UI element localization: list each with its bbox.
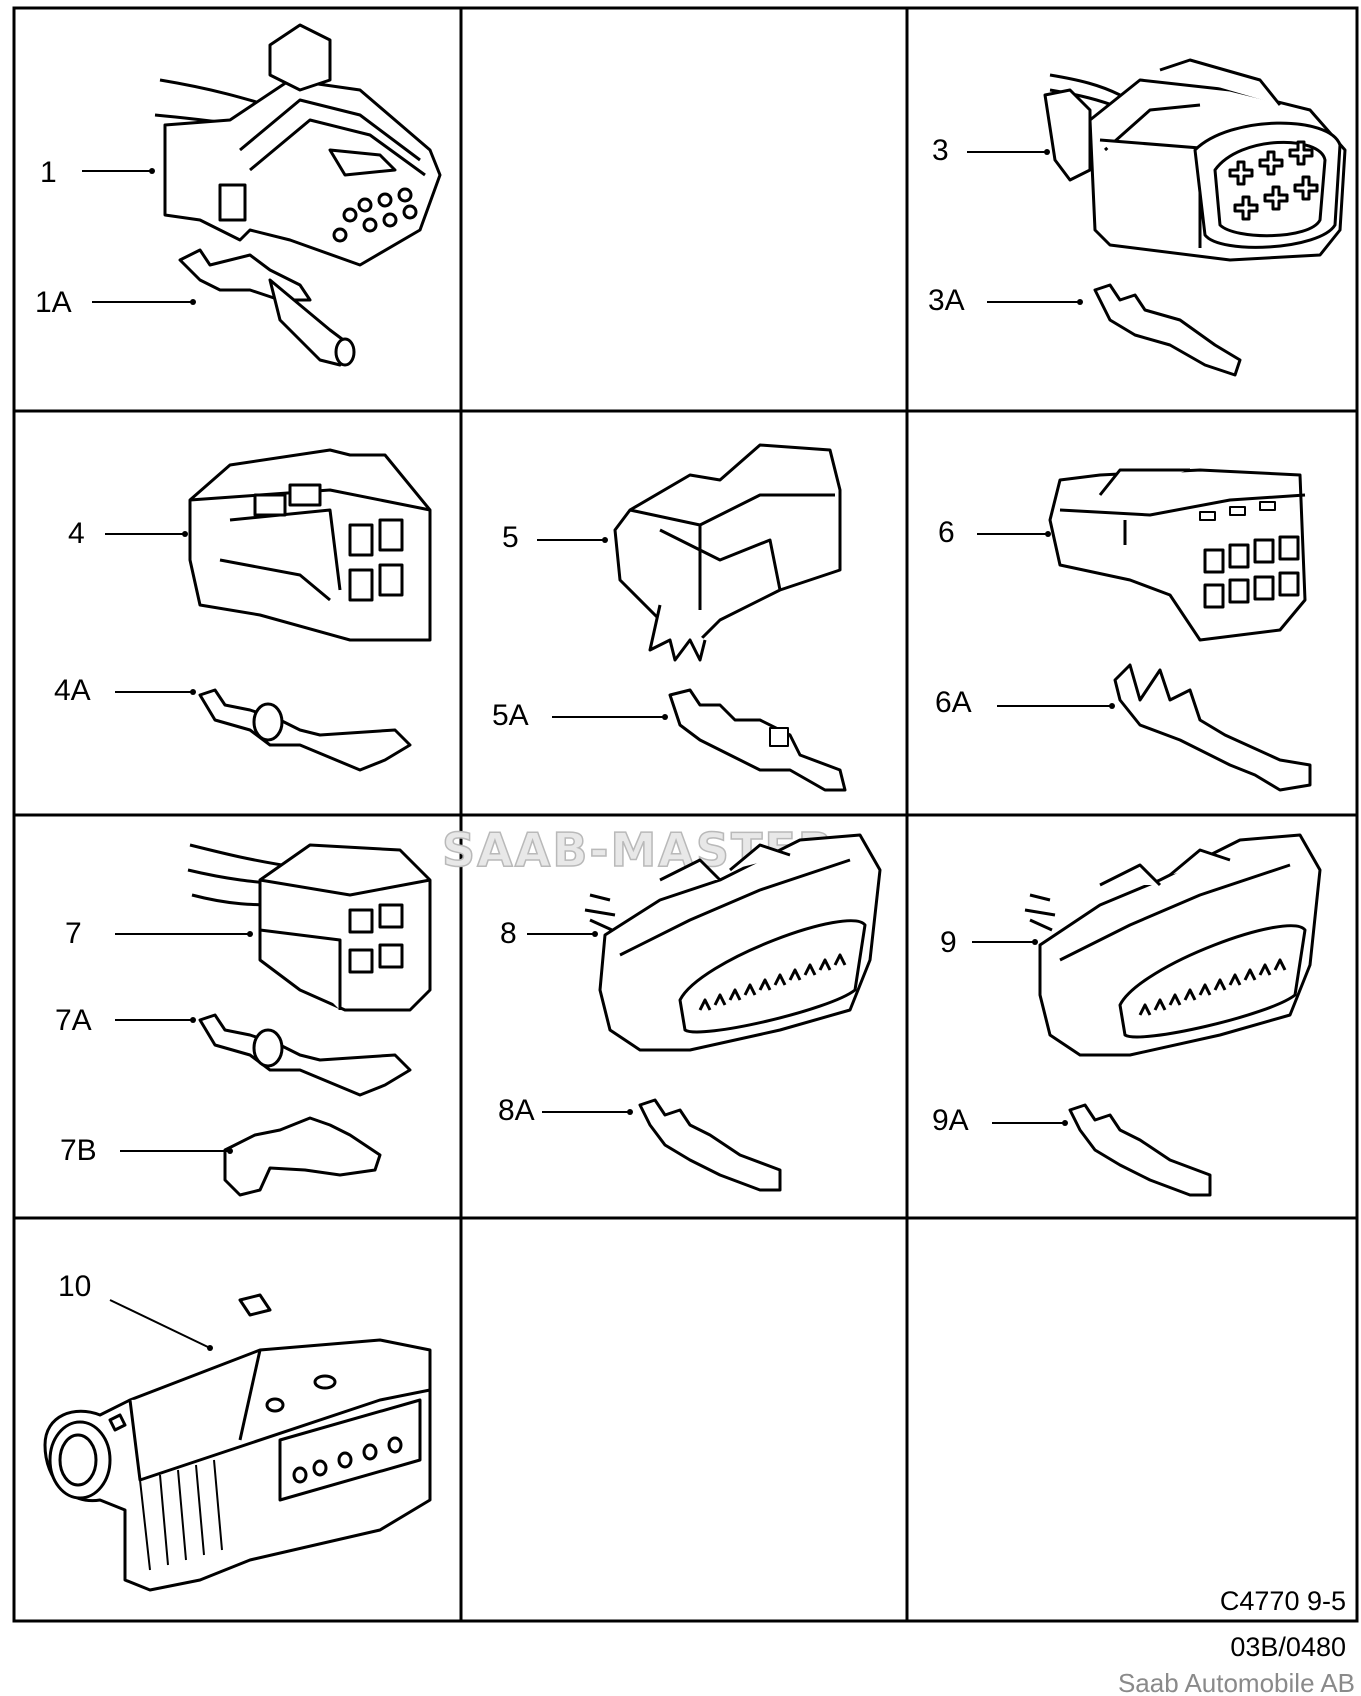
drawing-code: C4770 9-5 <box>1220 1586 1346 1616</box>
label-1: 1 <box>40 156 57 189</box>
connector-9 <box>1024 833 1322 1197</box>
label-9: 9 <box>940 926 957 959</box>
connector-5 <box>613 443 847 792</box>
grid-frame <box>12 6 1359 1623</box>
connector-1 <box>154 23 442 367</box>
connector-6 <box>1048 468 1312 792</box>
connector-10 <box>43 1293 432 1592</box>
label-7a: 7A <box>55 1004 92 1037</box>
label-7: 7 <box>65 917 82 950</box>
label-3a: 3A <box>928 284 965 317</box>
drawing-ref: 03B/0480 <box>1230 1632 1346 1662</box>
label-3: 3 <box>932 134 949 167</box>
label-6: 6 <box>938 516 955 549</box>
label-4: 4 <box>68 517 85 550</box>
company-credit: Saab Automobile AB <box>1118 1668 1355 1696</box>
label-6a: 6A <box>935 686 972 719</box>
label-8: 8 <box>500 917 517 950</box>
label-4a: 4A <box>54 674 91 707</box>
label-8a: 8A <box>498 1094 535 1127</box>
label-1a: 1A <box>35 286 72 319</box>
connector-3 <box>1043 58 1347 377</box>
label-7b: 7B <box>60 1134 97 1167</box>
connector-7 <box>187 843 432 1197</box>
label-10: 10 <box>58 1270 91 1303</box>
label-5a: 5A <box>492 699 529 732</box>
label-9a: 9A <box>932 1104 969 1137</box>
label-5: 5 <box>502 521 519 554</box>
connector-8 <box>584 833 882 1192</box>
connector-4 <box>188 448 432 772</box>
